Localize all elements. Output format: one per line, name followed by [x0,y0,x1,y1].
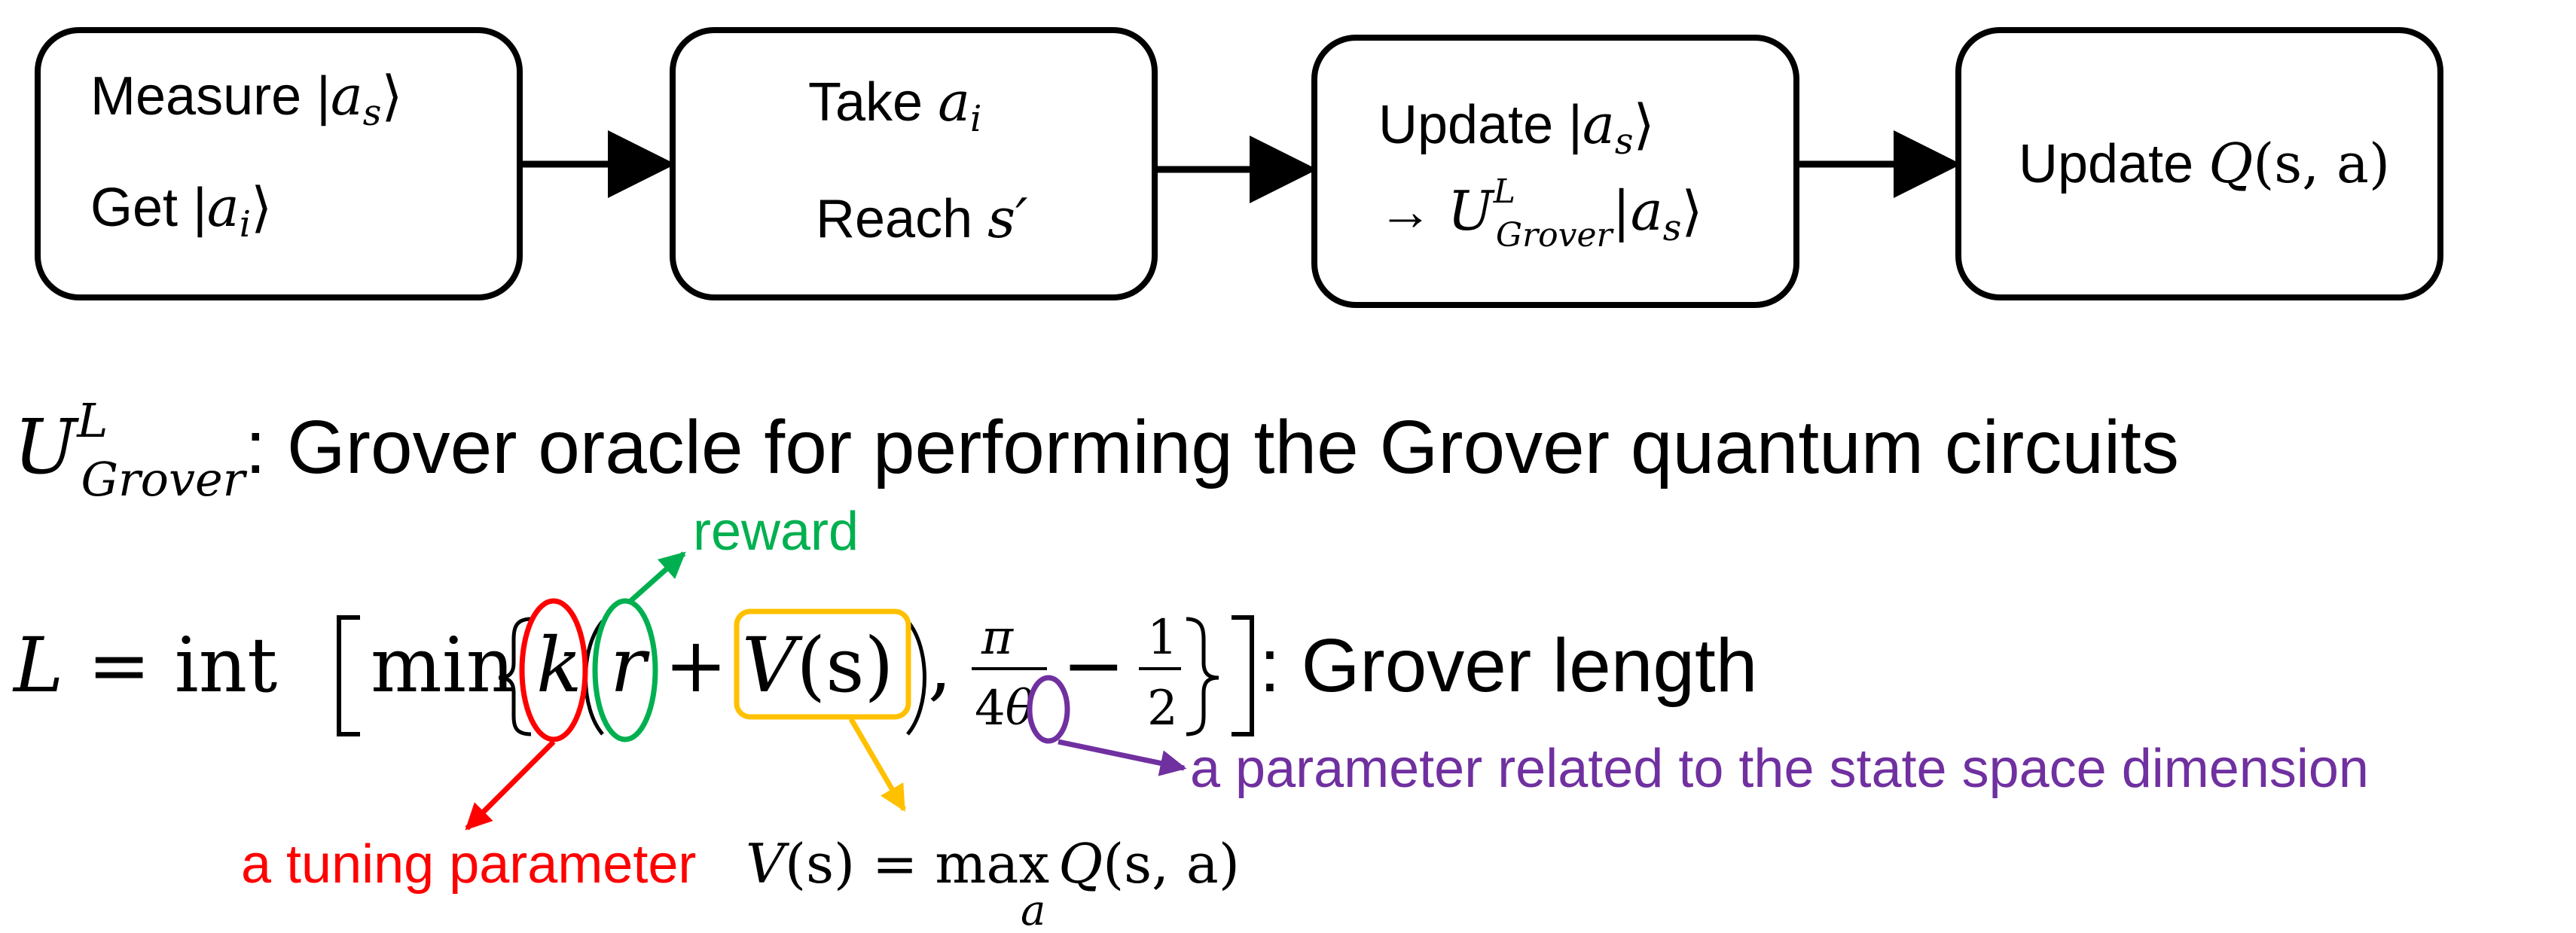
box2-line1: Take ai [808,70,981,140]
eq-right-bracket [1232,615,1254,736]
flow-box-take [670,27,1158,300]
eq-min: min [371,621,514,709]
box4-text: Update Q(s, a) [2019,132,2390,195]
annotation-state-dim: a parameter related to the state space d… [1190,739,2369,799]
eq-V: V(s) [742,621,894,709]
eq-pi: π [981,610,1014,666]
eq-right-paren [906,620,926,736]
eq-left-brace [498,617,532,736]
flow-box-measure [35,27,523,300]
eq-one: 1 [1147,610,1178,666]
eq-suffix: : Grover length [1259,624,1757,708]
eq-k: k [536,621,582,709]
annotation-vdef-sub: a [1021,886,1045,933]
box1-line1: Measure |as⟩ [90,64,403,134]
eq-comma: , [928,621,952,709]
eq-minus: − [1062,621,1125,709]
highlight-theta [1027,675,1070,744]
box2-line2: Reach s′ [816,187,1027,250]
highlight-V [734,608,911,720]
flow-box-update-as [1311,35,1799,308]
box3-line1: Update |as⟩ [1378,93,1655,163]
eq-r: r [610,621,650,709]
arrow-state-dim [1058,739,1187,776]
arrow-reward [627,551,686,605]
eq-right-brace [1186,617,1219,736]
eq-plus: + [664,621,728,709]
eq-two: 2 [1147,681,1178,736]
eq-lhs: L = int [12,621,277,709]
arrow-tuning [465,739,556,831]
highlight-r [592,598,658,742]
eq-left-bracket [337,615,360,736]
box1-line2: Get |ai⟩ [90,175,272,245]
annotation-reward: reward [693,502,859,562]
annotation-tuning: a tuning parameter [241,834,696,895]
arrow-vdef [848,718,907,813]
highlight-k [519,598,588,742]
eq-four-theta: 4θ [975,681,1034,736]
